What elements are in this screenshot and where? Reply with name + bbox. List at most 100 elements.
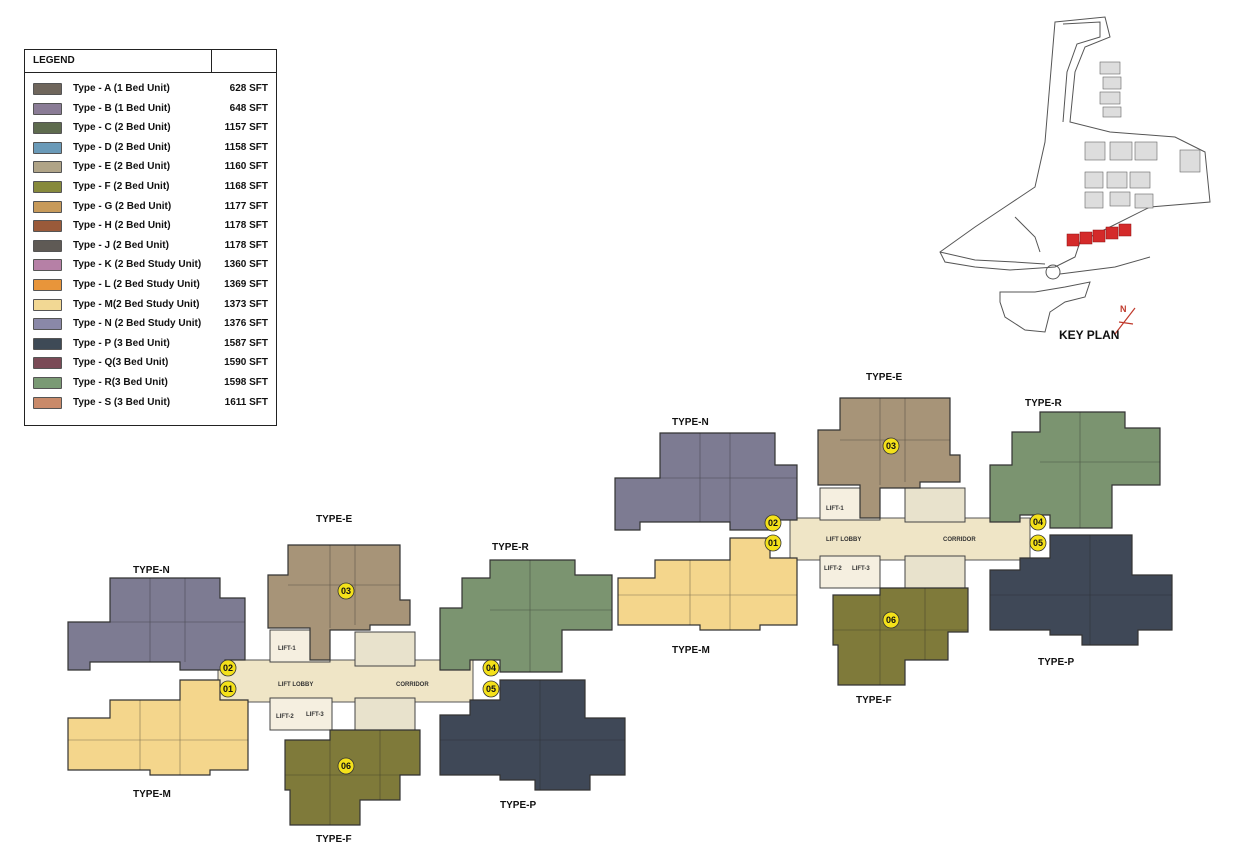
legend-item: Type - F (2 Bed Unit)1168 SFT [25, 178, 276, 198]
legend-swatch [33, 337, 62, 350]
unit-type-r-right [989, 411, 1161, 529]
unit-number-marker: 03 [882, 437, 900, 455]
legend-item-area: 648 SFT [229, 102, 268, 114]
legend-item-area: 628 SFT [229, 83, 268, 94]
legend-swatch [33, 239, 62, 252]
unit-type-p-right [989, 534, 1173, 646]
unit-marker-circle [1029, 513, 1047, 531]
key-plan-label: KEY PLAN [1059, 328, 1120, 342]
legend-swatch [33, 220, 62, 233]
legend-item-area: 1178 SFT [224, 220, 268, 232]
legend-item-area: 1157 SFT [224, 122, 268, 134]
north-label: N [1120, 304, 1127, 314]
unit-type-m-right [617, 537, 798, 631]
legend-item: Type - S (3 Bed Unit)1611 SFT [25, 394, 276, 414]
legend-swatch [33, 278, 62, 291]
unit-marker-number: 02 [223, 663, 233, 673]
type-m-label-right: TYPE-M [672, 645, 710, 656]
staircase-top-left [354, 631, 416, 667]
legend-swatch [33, 376, 62, 389]
lift-lobby-label-right: LIFT LOBBY [826, 537, 861, 543]
legend-item: Type - P (3 Bed Unit)1587 SFT [25, 335, 276, 355]
legend-item-label: Type - H (2 Bed Unit) [73, 220, 171, 232]
north-arrow-icon [1114, 307, 1136, 335]
legend-item-label: Type - C (2 Bed Unit) [73, 122, 171, 134]
lift-3-label-left: LIFT-3 [306, 712, 324, 718]
unit-marker-number: 06 [886, 615, 896, 625]
type-m-label-left: TYPE-M [133, 789, 171, 800]
key-plan-map: N [939, 16, 1211, 335]
legend-item-area: 1369 SFT [224, 278, 268, 290]
legend-item-area: 1158 SFT [224, 141, 268, 153]
legend-item: Type - C (2 Bed Unit) 1157 SFT [25, 119, 276, 139]
legend-swatch [33, 180, 62, 193]
legend-swatch [33, 83, 62, 95]
unit-marker-circle [882, 437, 900, 455]
legend-item-area: 1177 SFT [224, 200, 268, 212]
legend-item-area: 1587 SFT [224, 337, 268, 349]
legend-swatch [33, 357, 62, 370]
unit-marker-circle [764, 514, 782, 532]
key-plan-blocks [1084, 61, 1201, 209]
legend-item-label: Type - L (2 Bed Study Unit) [73, 278, 200, 290]
lift-3-label-right: LIFT-3 [852, 566, 870, 572]
unit-number-marker: 06 [882, 611, 900, 629]
legend-item-label: Type - S (3 Bed Unit) [73, 396, 171, 408]
unit-marker-circle [1029, 534, 1047, 552]
legend-swatch [33, 298, 62, 311]
unit-type-p-left [439, 679, 626, 791]
type-n-label-left: TYPE-N [133, 565, 170, 576]
legend-item: Type - J (2 Bed Unit)1178 SFT [25, 237, 276, 257]
unit-marker-number: 01 [223, 684, 233, 694]
corridor-label-left: CORRIDOR [396, 682, 429, 688]
type-n-label-right: TYPE-N [672, 417, 709, 428]
unit-number-marker: 06 [337, 757, 355, 775]
unit-number-marker: 03 [337, 582, 355, 600]
key-plan-highlighted-block [1066, 223, 1132, 247]
legend-swatch [33, 396, 62, 409]
unit-type-n-left [67, 577, 246, 671]
lift-2-label-left: LIFT-2 [276, 714, 294, 720]
legend-item-label: Type - D (2 Bed Unit) [73, 141, 171, 153]
staircase-bottom-right [904, 555, 966, 591]
type-r-label-right: TYPE-R [1025, 398, 1062, 409]
lift-1-label-left: LIFT-1 [278, 646, 296, 652]
lift-block-bottom-right [819, 555, 881, 589]
legend-item-area: 1168 SFT [224, 180, 268, 192]
legend-item: Type - B (1 Bed Unit)648 SFT [25, 100, 276, 120]
legend-item-label: Type - K (2 Bed Study Unit) [73, 259, 202, 271]
legend-item: Type - N (2 Bed Study Unit)1376 SFT [25, 315, 276, 335]
unit-type-e-right [817, 397, 961, 519]
legend-item: Type - A (1 Bed Unit)628 SFT [25, 80, 276, 100]
unit-marker-number: 06 [341, 761, 351, 771]
legend-swatch [33, 122, 62, 135]
type-f-label-right: TYPE-F [856, 695, 892, 706]
unit-number-marker: 05 [482, 680, 500, 698]
unit-marker-circle [882, 611, 900, 629]
type-f-label-left: TYPE-F [316, 834, 352, 845]
legend-item: Type - R(3 Bed Unit)1598 SFT [25, 374, 276, 394]
legend-item-area: 1373 SFT [224, 298, 268, 310]
unit-type-f-left [284, 729, 421, 826]
unit-marker-number: 04 [1033, 517, 1043, 527]
legend-item: Type - Q(3 Bed Unit)1590 SFT [25, 354, 276, 374]
type-p-label-left: TYPE-P [500, 800, 536, 811]
unit-type-m-left [67, 679, 249, 776]
legend-item: Type - L (2 Bed Study Unit) 1369 SFT [25, 276, 276, 296]
type-r-label-left: TYPE-R [492, 542, 529, 553]
legend-item: Type - K (2 Bed Study Unit)1360 SFT [25, 256, 276, 276]
unit-marker-number: 03 [886, 441, 896, 451]
unit-marker-number: 01 [768, 538, 778, 548]
legend-swatch [33, 259, 62, 272]
legend-item: Type - G (2 Bed Unit)1177 SFT [25, 198, 276, 218]
legend-item-area: 1160 SFT [224, 161, 268, 173]
legend-header: LEGEND [25, 50, 276, 73]
unit-marker-circle [219, 680, 237, 698]
unit-marker-number: 02 [768, 518, 778, 528]
legend-swatch [33, 102, 62, 115]
unit-number-marker: 04 [482, 659, 500, 677]
legend-item-label: Type - E (2 Bed Unit) [73, 161, 171, 173]
